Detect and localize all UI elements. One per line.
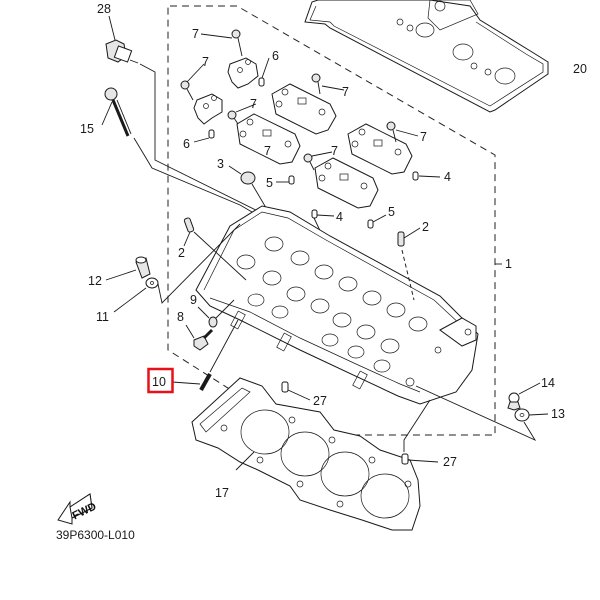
part-28-fitting — [105, 15, 301, 233]
callout-7[interactable]: 7 — [264, 144, 271, 158]
callout-27[interactable]: 27 — [313, 394, 327, 408]
part-3-plug — [228, 165, 273, 219]
head-cover-gasket — [304, 0, 549, 113]
callout-11[interactable]: 11 — [96, 310, 109, 324]
callout-14[interactable]: 14 — [541, 376, 555, 390]
diagram-code: 39P6300-L010 — [56, 528, 135, 542]
callout-2[interactable]: 2 — [422, 220, 429, 234]
part-13-washer — [415, 385, 549, 442]
part-17-head-gasket — [191, 377, 421, 531]
part-27-dowels — [281, 381, 439, 465]
callout-4[interactable]: 4 — [336, 210, 343, 224]
cam-cap-small-2 — [180, 63, 223, 143]
part-8-bolt — [185, 324, 214, 351]
callout-8[interactable]: 8 — [177, 310, 184, 324]
fwd-arrow-icon: FWD — [57, 493, 98, 525]
callout-12[interactable]: 12 — [88, 274, 102, 288]
cam-cap-large-2 — [227, 103, 301, 165]
callout-7[interactable]: 7 — [250, 97, 257, 111]
callout-4[interactable]: 4 — [444, 170, 451, 184]
callout-28[interactable]: 28 — [97, 2, 111, 16]
callout-1[interactable]: 1 — [505, 257, 512, 271]
cam-cap-large-3 — [347, 121, 441, 181]
callout-6[interactable]: 6 — [183, 137, 190, 151]
part-14-nut — [507, 382, 541, 411]
part-2-stud-left — [183, 217, 247, 281]
callout-10[interactable]: 10 — [152, 375, 166, 389]
callout-7[interactable]: 7 — [202, 55, 209, 69]
cam-cap-large-1 — [271, 73, 345, 135]
callout-27[interactable]: 27 — [443, 455, 457, 469]
part-15-long-bolt — [101, 87, 301, 241]
callout-17[interactable]: 17 — [215, 486, 229, 500]
callout-highlight-box — [147, 367, 174, 394]
callout-3[interactable]: 3 — [217, 157, 224, 171]
callout-9[interactable]: 9 — [190, 293, 197, 307]
callout-13[interactable]: 13 — [551, 407, 565, 421]
part-11-washer — [113, 223, 241, 313]
cylinder-head-ports — [236, 236, 428, 373]
callout-5[interactable]: 5 — [266, 176, 273, 190]
part-9-washer — [197, 299, 235, 328]
callout-20[interactable]: 20 — [573, 62, 587, 76]
part-5-pins — [276, 175, 387, 229]
callout-7[interactable]: 7 — [331, 144, 338, 158]
callout-labels: 28 15 7 6 7 6 7 7 7 7 7 3 5 5 4 4 20 2 2… — [80, 2, 587, 500]
cam-cap-small-1 — [200, 29, 270, 89]
callout-15[interactable]: 15 — [80, 122, 94, 136]
callout-7[interactable]: 7 — [192, 27, 199, 41]
callout-2[interactable]: 2 — [178, 246, 185, 260]
callout-7[interactable]: 7 — [342, 85, 349, 99]
callout-6[interactable]: 6 — [272, 49, 279, 63]
callout-7[interactable]: 7 — [420, 130, 427, 144]
callout-5[interactable]: 5 — [388, 205, 395, 219]
part-2-stud-right — [397, 227, 421, 301]
cylinder-head — [195, 205, 479, 405]
part-12-cap — [105, 256, 151, 281]
part-10-stud — [171, 319, 239, 391]
cam-cap-large-4 — [303, 151, 379, 209]
assembly-bracket — [167, 5, 502, 436]
